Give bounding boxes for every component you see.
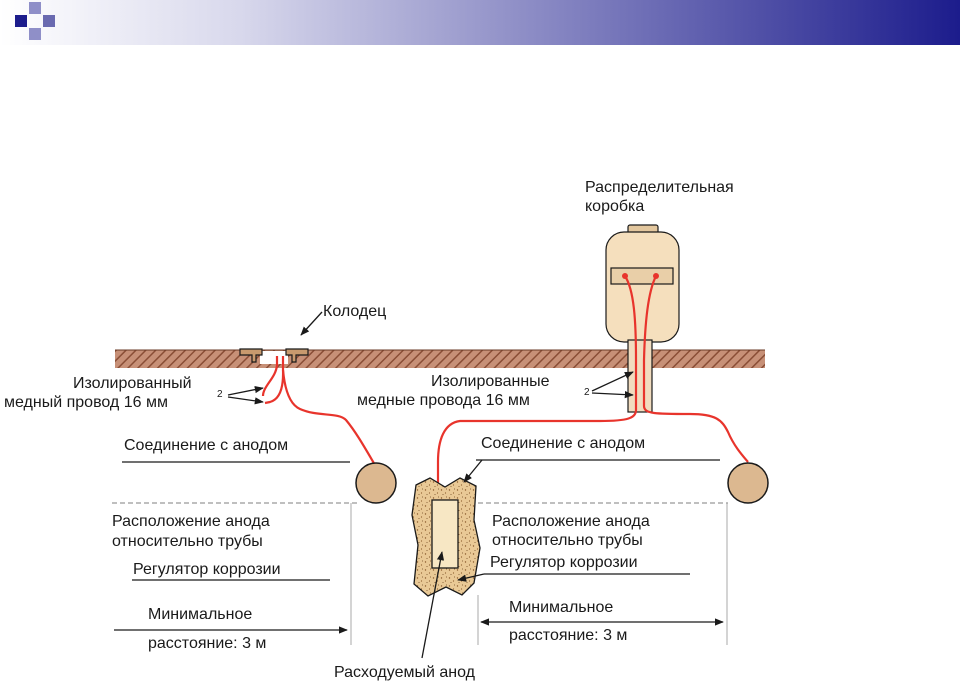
right-wire-arrow-lower [591,390,634,399]
anode-core [431,499,459,569]
min-distance-label: Минимальное [509,599,613,616]
anode-position-label: относительно трубы [492,532,643,549]
anode-left [355,462,397,504]
distribution-box-label: Распределительная [585,179,734,196]
distribution-box-label: коробка [585,198,644,215]
leader-lines [114,311,724,659]
insulated-wire-label: Изолированный [73,375,192,392]
superscript: 2 [217,389,223,400]
anode-arrow [421,551,445,659]
header-bar [0,0,960,45]
anode-connection-label: Соединение с анодом [481,435,645,452]
well-flange-right [285,348,309,363]
well-flange-left [239,348,263,363]
insulated-wires-label: Изолированные [431,373,550,390]
insulated-wires-label: медные провода 16 мм [357,392,530,409]
wire-box-to-anode-center [436,275,638,485]
box-body [605,231,680,343]
soil-strip [115,350,765,368]
header-square-icon [29,28,41,40]
insulated-wire-label: медный провод 16 мм [4,394,168,411]
min-distance-label: Минимальное [148,606,252,623]
wire-well-to-anode-left [281,369,376,466]
well-opening [260,351,288,364]
wire-box-to-anode-right [642,275,749,463]
right-wire-arrow-upper [591,371,634,392]
left-wire-arrow-lower [227,396,264,405]
header-square-icon [29,2,41,14]
well [239,348,309,364]
anode-position-label: Расположение анода [112,513,270,530]
well-label: Колодец [323,303,386,320]
well-arrow [300,311,323,336]
box-conduit [627,339,653,413]
connection-arrow-center [463,459,483,483]
consumable-anode-assembly [411,477,481,597]
corrosion-regulator-label: Регулятор коррозии [133,561,281,578]
header-square-icon [15,15,27,27]
anode-position-label: относительно трубы [112,533,263,550]
corrosion-regulator-label: Регулятор коррозии [490,554,638,571]
wires [261,275,749,485]
min-distance-label: расстояние: 3 м [509,627,627,644]
anode-position-label: Расположение анода [492,513,650,530]
header-square-icon [43,15,55,27]
ground-surface [115,349,765,368]
header-gradient [0,0,960,45]
anode-connection-label: Соединение с анодом [124,437,288,454]
terminal-strip [610,267,674,285]
distribution-box [605,224,680,413]
regulator-arrow-center [457,573,485,582]
min-distance-label: расстояние: 3 м [148,635,266,652]
superscript: 2 [584,387,590,398]
left-wire-arrow-upper [227,386,264,396]
anode-right [727,462,769,504]
consumable-anode-label: Расходуемый анод [334,664,476,681]
labels: Распределительная коробка Колодец Изолир… [4,179,734,681]
